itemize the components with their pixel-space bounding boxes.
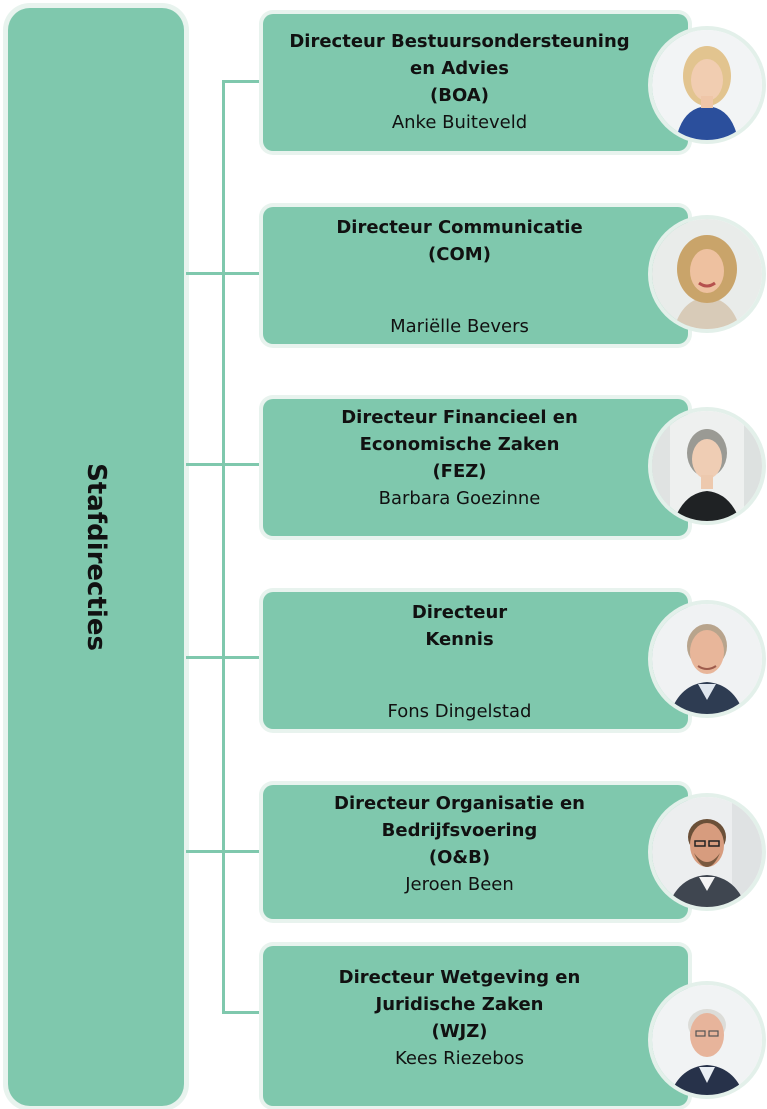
person-photo-icon [652, 219, 762, 329]
director-name: Jeroen Been [405, 874, 514, 895]
director-abbreviation: (FEZ) [432, 461, 487, 482]
director-box-boa: Directeur Bestuursondersteuning en Advie… [263, 14, 688, 151]
connector-branch-line [222, 80, 264, 83]
director-title: Directeur Communicatie [336, 217, 583, 238]
director-name: Barbara Goezinne [378, 488, 541, 509]
director-abbreviation: (BOA) [430, 85, 489, 106]
connector-branch-line [186, 272, 264, 275]
director-title: Directeur Bestuursondersteuning en Advie… [289, 31, 630, 79]
connector-branch-line [186, 850, 264, 853]
stafdirecties-panel [8, 8, 184, 1106]
person-photo-icon [652, 411, 762, 521]
director-title: Directeur Organisatie en Bedrijfsvoering [334, 793, 585, 841]
person-photo-icon [652, 30, 762, 140]
person-photo-icon [652, 985, 762, 1095]
director-box-com: Directeur Communicatie (COM) Mariëlle Be… [263, 207, 688, 344]
director-name: Mariëlle Bevers [390, 316, 529, 337]
director-name: Kees Riezebos [394, 1048, 525, 1069]
director-title: Directeur Financieel en Economische Zake… [341, 407, 578, 455]
connector-branch-line [186, 463, 264, 466]
connector-branch-line [186, 656, 264, 659]
connector-vertical-line [222, 80, 225, 1013]
director-box-fez: Directeur Financieel en Economische Zake… [263, 399, 688, 536]
director-title: Directeur Kennis [411, 602, 508, 650]
director-box-kennis: Directeur Kennis Fons Dingelstad [263, 592, 688, 729]
director-abbreviation: (O&B) [428, 847, 491, 868]
director-abbreviation: (COM) [428, 244, 491, 265]
director-name: Anke Buiteveld [391, 112, 528, 133]
person-photo-icon [652, 604, 762, 714]
director-name: Fons Dingelstad [387, 701, 532, 722]
person-photo-icon [652, 797, 762, 907]
connector-branch-line [222, 1011, 264, 1014]
director-box-wjz: Directeur Wetgeving en Juridische Zaken … [263, 946, 688, 1106]
director-title: Directeur Wetgeving en Juridische Zaken [338, 967, 581, 1015]
side-label: Stafdirecties [81, 463, 111, 651]
director-abbreviation: (WJZ) [431, 1021, 488, 1042]
director-box-ob: Directeur Organisatie en Bedrijfsvoering… [263, 785, 688, 919]
